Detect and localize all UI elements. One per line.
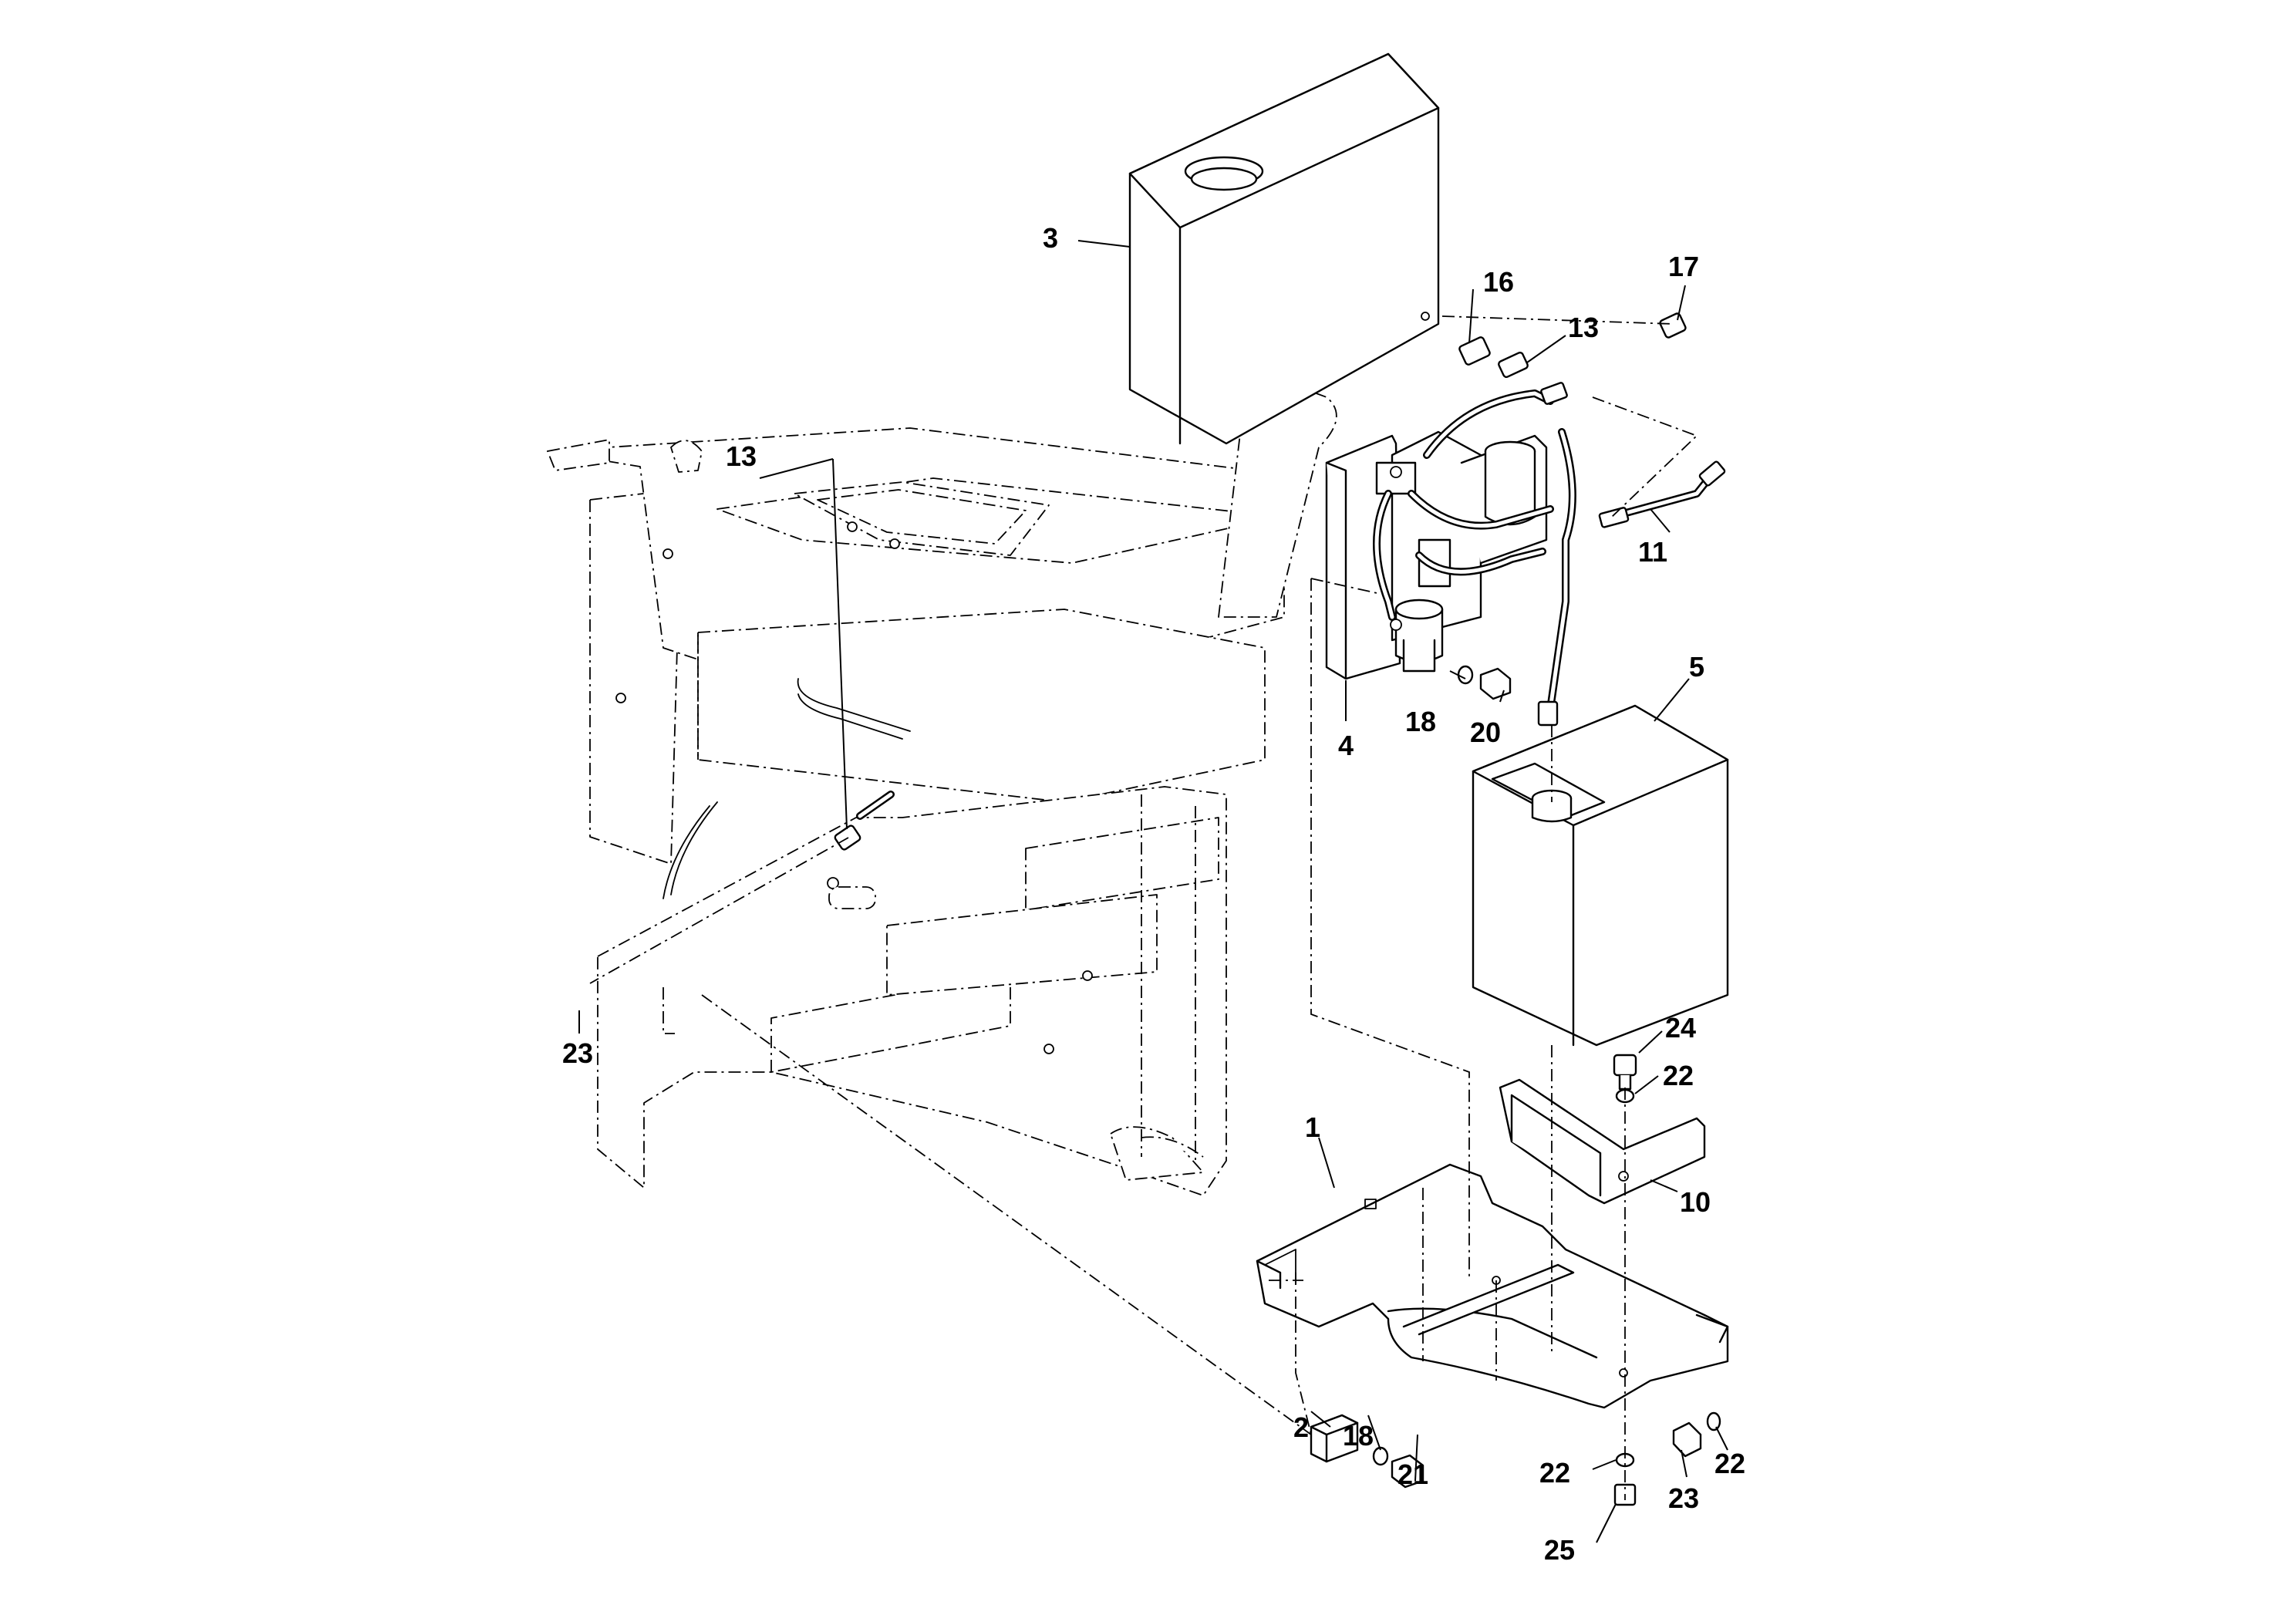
bolt-20 — [1479, 667, 1512, 700]
valve-block — [1375, 461, 1417, 495]
bolt-24 — [1613, 1054, 1637, 1091]
hydraulic-tank-3 — [1128, 52, 1440, 445]
frame-hole — [663, 548, 673, 559]
washer-18-upper — [1457, 665, 1474, 685]
leader-lines — [578, 240, 1728, 1543]
bolt-23-lower — [1672, 1421, 1702, 1458]
frame-hole — [1043, 1044, 1054, 1054]
callout-22-top: 22 — [1663, 1060, 1694, 1091]
frame-hole — [889, 538, 900, 549]
assembly-lines — [589, 315, 1698, 1500]
frame-slot — [828, 886, 876, 909]
callout-4: 4 — [1338, 730, 1354, 761]
callout-2: 2 — [1293, 1411, 1309, 1443]
frame-hole — [615, 693, 626, 703]
callout-17: 17 — [1668, 251, 1699, 282]
callout-18-lower: 18 — [1343, 1420, 1374, 1452]
frame-hole — [847, 521, 858, 532]
leader-13-left — [832, 458, 848, 830]
bracket-10 — [1499, 1078, 1706, 1205]
callout-20: 20 — [1470, 717, 1501, 748]
frame-hoses — [663, 678, 911, 899]
callout-5: 5 — [1689, 651, 1704, 683]
callout-18-upper: 18 — [1405, 706, 1436, 737]
callout-21: 21 — [1397, 1458, 1428, 1490]
callout-11: 11 — [1638, 536, 1667, 568]
frame-hole — [1082, 970, 1093, 981]
pump-mount-plate-4 — [1325, 434, 1401, 680]
callout-24: 24 — [1665, 1012, 1696, 1044]
callout-10: 10 — [1680, 1186, 1711, 1218]
callout-22-bottom: 22 — [1539, 1457, 1570, 1489]
callout-23-left: 23 — [562, 1037, 593, 1069]
callout-23-lower: 23 — [1668, 1482, 1699, 1514]
callout-16: 16 — [1483, 266, 1514, 298]
return-hose-11 — [1598, 460, 1726, 528]
callout-25: 25 — [1544, 1534, 1575, 1566]
base-plate-1 — [1256, 1163, 1729, 1409]
callout-labels: 1 2 3 4 5 10 11 13 13 16 17 18 18 20 21 … — [562, 222, 1745, 1566]
fitting-16 — [1458, 336, 1491, 366]
callout-13-top: 13 — [1568, 312, 1599, 343]
callout-22-right: 22 — [1714, 1448, 1745, 1479]
washer-18-lower — [1372, 1446, 1389, 1466]
frame-hole — [827, 877, 839, 889]
hydraulic-pump-assembly — [1373, 382, 1576, 727]
fittings-top — [1458, 312, 1687, 379]
callout-13-left: 13 — [726, 440, 757, 472]
callout-3: 3 — [1043, 222, 1058, 254]
callout-1: 1 — [1305, 1111, 1320, 1143]
fitting-17 — [1659, 312, 1687, 339]
fitting-13-top — [1498, 351, 1529, 379]
washer-22-right — [1706, 1411, 1721, 1431]
reservoir-5 — [1472, 704, 1729, 1047]
clip-2 — [1310, 1414, 1359, 1463]
phantom-frame — [547, 385, 1337, 1196]
